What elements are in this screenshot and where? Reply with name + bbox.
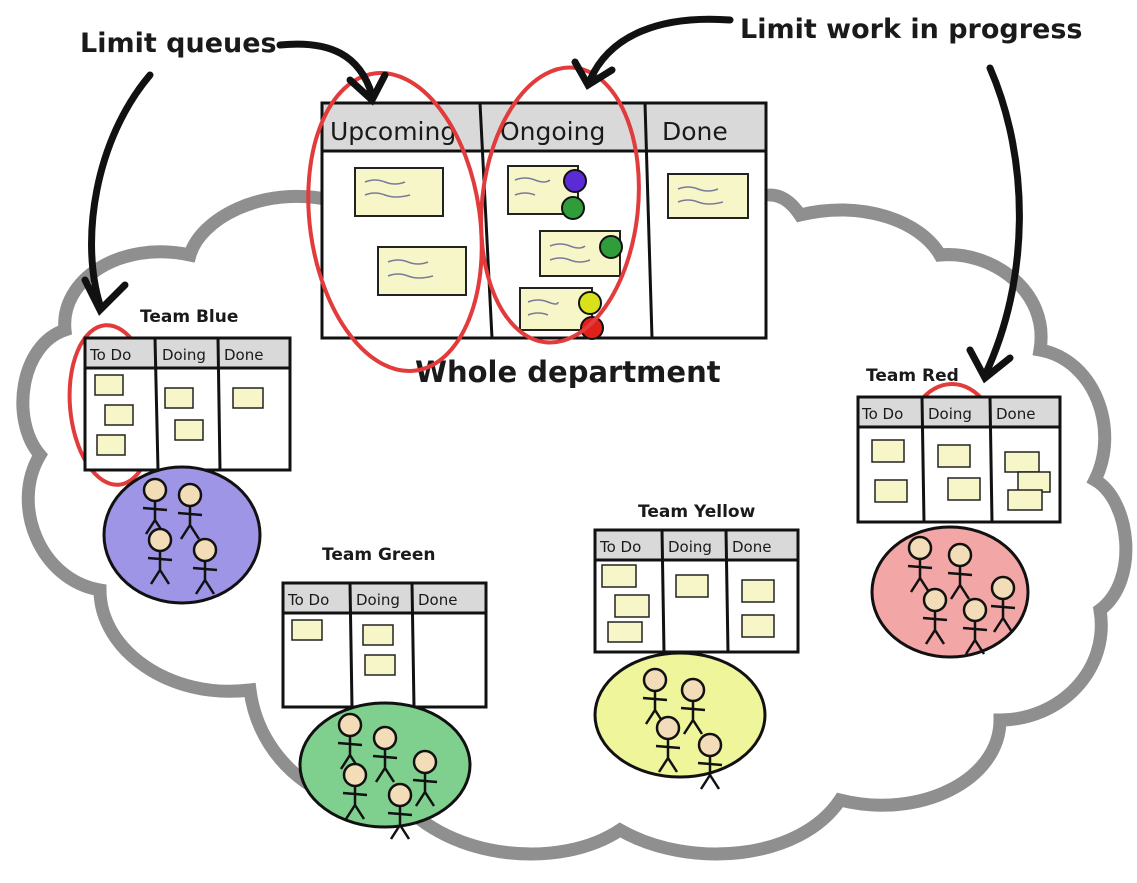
team-red-col-done: Done xyxy=(996,405,1035,423)
team-blue-group xyxy=(102,465,262,605)
person-icon xyxy=(907,535,933,593)
team-yellow: Team Yellow To Do Doing Done xyxy=(593,502,800,779)
team-blue-name: Team Blue xyxy=(140,307,238,327)
person-icon xyxy=(642,667,668,725)
person-icon xyxy=(922,587,948,645)
arrow-to-ongoing xyxy=(586,15,734,84)
person-icon xyxy=(142,477,168,535)
person-icon xyxy=(192,537,218,595)
worker-dot-yellow xyxy=(578,291,602,315)
organization-cloud xyxy=(16,188,1133,861)
arrowhead xyxy=(81,276,129,316)
department-divider-2 xyxy=(643,102,654,339)
sticky-note xyxy=(377,246,467,296)
team-green-col-doing: Doing xyxy=(356,591,400,609)
sticky-scribbles xyxy=(364,177,724,316)
person-icon xyxy=(342,762,368,820)
department-board: Upcoming Ongoing Done Whole department xyxy=(320,101,768,389)
arrow-to-team-red xyxy=(981,64,1023,379)
person-icon xyxy=(177,482,203,540)
limit-wip-label: Limit work in progress xyxy=(740,14,1082,45)
dept-stickies xyxy=(354,165,749,331)
team-red-name: Team Red xyxy=(866,366,959,386)
arrows xyxy=(81,15,1023,384)
person-icon xyxy=(147,527,173,585)
team-red-group xyxy=(870,525,1030,659)
team-red: Team Red To Do Doing Done xyxy=(856,366,1062,659)
person-icon xyxy=(655,715,681,773)
arrowhead xyxy=(346,71,389,106)
team-yellow-name: Team Yellow xyxy=(638,502,756,522)
team-green: Team Green To Do Doing Done xyxy=(281,545,488,829)
person-icon xyxy=(962,597,988,655)
department-label: Whole department xyxy=(415,355,721,389)
worker-dot-green xyxy=(561,196,585,220)
sticky-note xyxy=(354,167,444,217)
team-blue-col-done: Done xyxy=(224,346,263,364)
team-yellow-col-done: Done xyxy=(732,538,771,556)
arrowhead xyxy=(571,58,616,90)
arrowhead xyxy=(966,346,1014,384)
worker-dot-green xyxy=(599,235,623,259)
team-green-name: Team Green xyxy=(322,545,435,565)
dept-col-upcoming: Upcoming xyxy=(330,117,456,146)
person-icon xyxy=(387,782,413,840)
team-green-col-done: Done xyxy=(418,591,457,609)
team-blue-col-todo: To Do xyxy=(89,346,131,364)
team-yellow-col-todo: To Do xyxy=(599,538,641,556)
team-members xyxy=(142,477,1016,840)
dept-col-done: Done xyxy=(662,117,728,146)
worker-dot-blue xyxy=(563,169,587,193)
person-icon xyxy=(412,749,438,807)
department-divider-1 xyxy=(478,102,494,339)
person-icon xyxy=(680,677,706,735)
person-icon xyxy=(697,732,723,790)
team-red-col-todo: To Do xyxy=(861,405,903,423)
dept-col-ongoing: Ongoing xyxy=(500,117,605,146)
person-icon xyxy=(990,575,1016,633)
team-green-col-todo: To Do xyxy=(287,591,329,609)
team-blue: Team Blue To Do Doing Done xyxy=(83,307,292,605)
person-icon xyxy=(337,712,363,770)
arrow-to-upcoming xyxy=(276,40,376,99)
team-yellow-col-doing: Doing xyxy=(668,538,712,556)
arrow-to-team-blue xyxy=(88,71,154,309)
person-icon xyxy=(947,542,973,600)
highlight-queue-upcoming xyxy=(306,70,484,374)
limit-queues-label: Limit queues xyxy=(80,28,277,59)
sticky-note xyxy=(667,173,749,219)
team-yellow-group xyxy=(593,651,767,779)
person-icon xyxy=(372,725,398,783)
team-red-col-doing: Doing xyxy=(928,405,972,423)
worker-dot-red xyxy=(580,316,604,340)
team-blue-col-doing: Doing xyxy=(162,346,206,364)
